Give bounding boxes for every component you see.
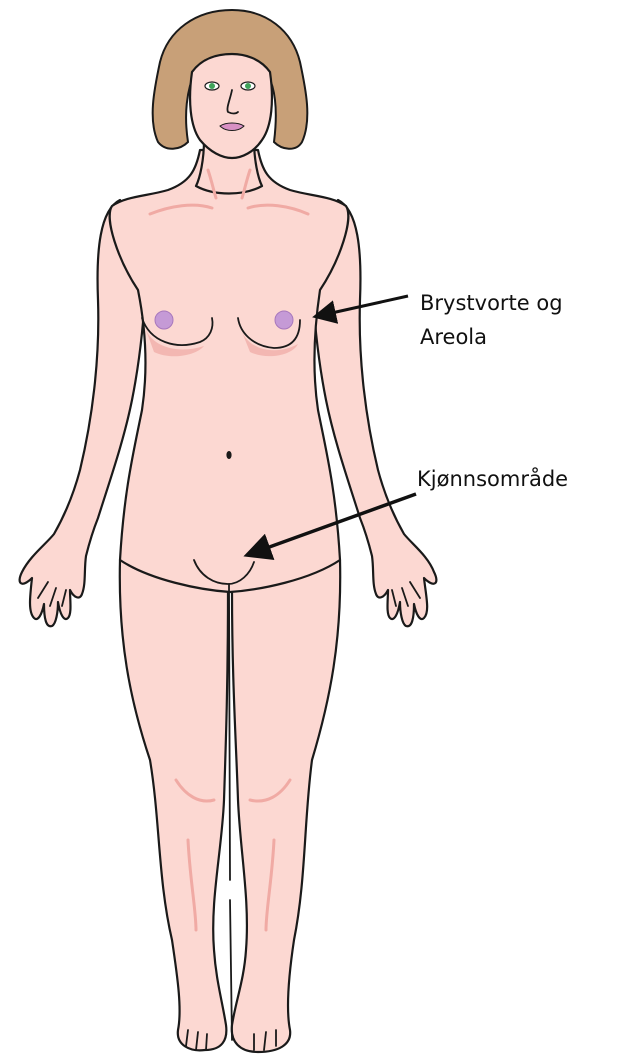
left-leg	[120, 560, 228, 1050]
left-areola	[155, 311, 173, 329]
torso	[110, 150, 349, 592]
face	[190, 54, 272, 158]
left-iris	[209, 83, 215, 89]
thigh-gap-line	[229, 584, 232, 1040]
right-iris	[245, 83, 251, 89]
navel	[226, 451, 231, 459]
right-leg	[232, 560, 340, 1052]
nipple-areola-label: Brystvorte og Areola	[420, 286, 616, 354]
right-areola	[275, 311, 293, 329]
genital-area-label: Kjønnsområde	[417, 462, 568, 496]
